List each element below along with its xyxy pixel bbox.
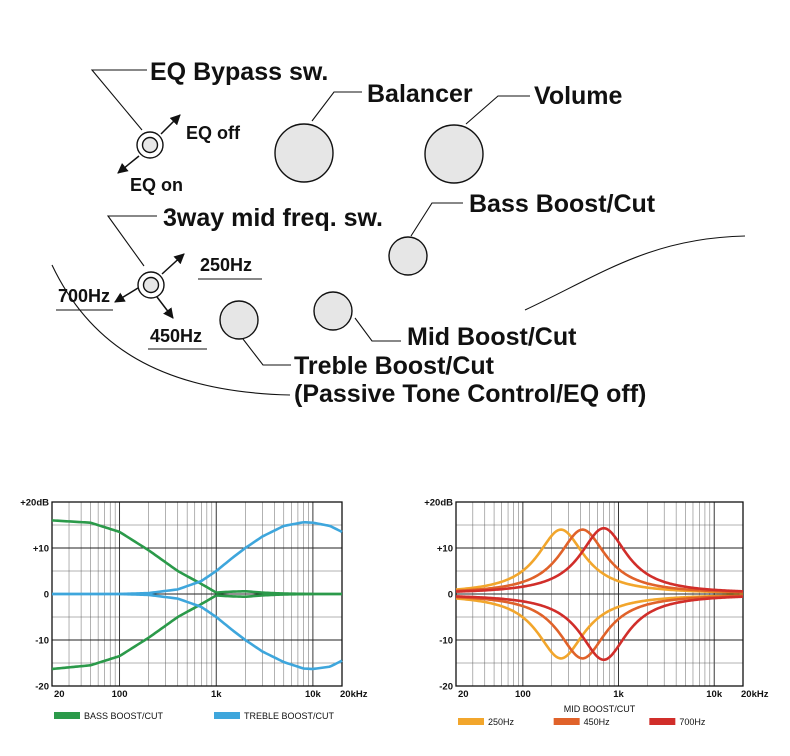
y-tick-label: 0 (448, 590, 453, 601)
peak-curve (455, 595, 744, 662)
bass-knob[interactable] (388, 236, 428, 276)
peak-curve (455, 594, 744, 660)
bass-label: Bass Boost/Cut (469, 190, 656, 218)
eq-on-arrow (117, 155, 140, 174)
freq-250-label: 250Hz (200, 255, 252, 275)
eq-off-arrow (160, 114, 181, 135)
legend-label: 250Hz (488, 717, 515, 727)
mid-knob[interactable] (313, 291, 353, 331)
treble-label-line2: (Passive Tone Control/EQ off) (294, 380, 646, 408)
legend-label: 700Hz (679, 717, 706, 727)
x-tick-label: 20 (54, 689, 65, 700)
control-panel: EQ Bypass sw. EQ off EQ on Balancer Volu… (51, 58, 746, 408)
freq-700-label: 700Hz (58, 286, 110, 306)
legend-swatch (649, 718, 676, 725)
x-tick-label: 10k (305, 689, 322, 700)
mid-freq-switch[interactable] (137, 271, 165, 299)
panel-outline-left (51, 264, 291, 396)
chart-legend: BASS BOOST/CUT TREBLE BOOST/CUT (54, 711, 335, 721)
legend-swatch (54, 712, 80, 719)
y-tick-label: -20 (35, 682, 49, 693)
x-axis-label: MID BOOST/CUT (564, 704, 636, 714)
balancer-knob[interactable] (274, 123, 334, 183)
freq-250-arrow (161, 253, 185, 275)
chart-series (51, 519, 343, 671)
mid-label: Mid Boost/Cut (407, 323, 577, 351)
balancer-leader (311, 91, 362, 122)
x-tick-label: 10k (706, 689, 723, 700)
peak-curve (455, 594, 744, 660)
chart-legend: 250Hz 450Hz 700Hz (458, 717, 706, 727)
chart-frame (455, 501, 744, 687)
legend-swatch (553, 718, 580, 725)
x-tick-label: 1k (613, 689, 624, 700)
mid-leader (354, 317, 401, 342)
eq-bypass-label: EQ Bypass sw. (150, 58, 328, 86)
legend-swatch (214, 712, 240, 719)
eq-off-label: EQ off (186, 123, 241, 143)
x-tick-label: 20kHz (340, 689, 368, 700)
freq-700-arrow (114, 287, 139, 303)
y-tick-label: 0 (44, 590, 49, 601)
series-line (52, 592, 343, 671)
eq-bypass-leader (90, 69, 147, 131)
peak-curve (455, 526, 744, 593)
freq-450-arrow (156, 296, 174, 319)
eq-on-label: EQ on (130, 175, 183, 195)
y-tick-label: +10 (33, 544, 49, 555)
y-tick-label: -10 (35, 636, 49, 647)
y-tick-label: -10 (439, 636, 453, 647)
legend-label: BASS BOOST/CUT (84, 711, 164, 721)
volume-label: Volume (534, 82, 623, 110)
series-line (52, 520, 343, 596)
x-tick-label: 100 (515, 689, 531, 700)
mid-freq-label: 3way mid freq. sw. (163, 204, 383, 232)
bass-leader (410, 202, 463, 237)
y-tick-label: -20 (439, 682, 453, 693)
legend-label: 450Hz (584, 717, 611, 727)
y-tick-label: +20dB (424, 498, 453, 509)
panel-outline-right (524, 235, 746, 311)
chart-series (455, 526, 744, 662)
volume-leader (465, 95, 530, 125)
freq-450-label: 450Hz (150, 326, 202, 346)
volume-knob[interactable] (424, 124, 484, 184)
y-tick-label: +10 (437, 544, 453, 555)
balancer-label: Balancer (367, 80, 473, 108)
legend-swatch (458, 718, 484, 725)
x-tick-label: 1k (211, 689, 222, 700)
treble-label-line1: Treble Boost/Cut (294, 352, 495, 380)
x-tick-label: 20kHz (741, 689, 769, 700)
peak-curve (455, 528, 744, 594)
treble-knob[interactable] (219, 300, 259, 340)
x-tick-label: 100 (112, 689, 128, 700)
mid-freq-leader (106, 215, 157, 267)
legend-label: TREBLE BOOST/CUT (244, 711, 335, 721)
peak-curve (455, 528, 744, 594)
y-tick-label: +20dB (20, 498, 49, 509)
treble-leader (242, 338, 291, 366)
x-tick-label: 20 (458, 689, 469, 700)
eq-bypass-switch[interactable] (136, 131, 164, 159)
